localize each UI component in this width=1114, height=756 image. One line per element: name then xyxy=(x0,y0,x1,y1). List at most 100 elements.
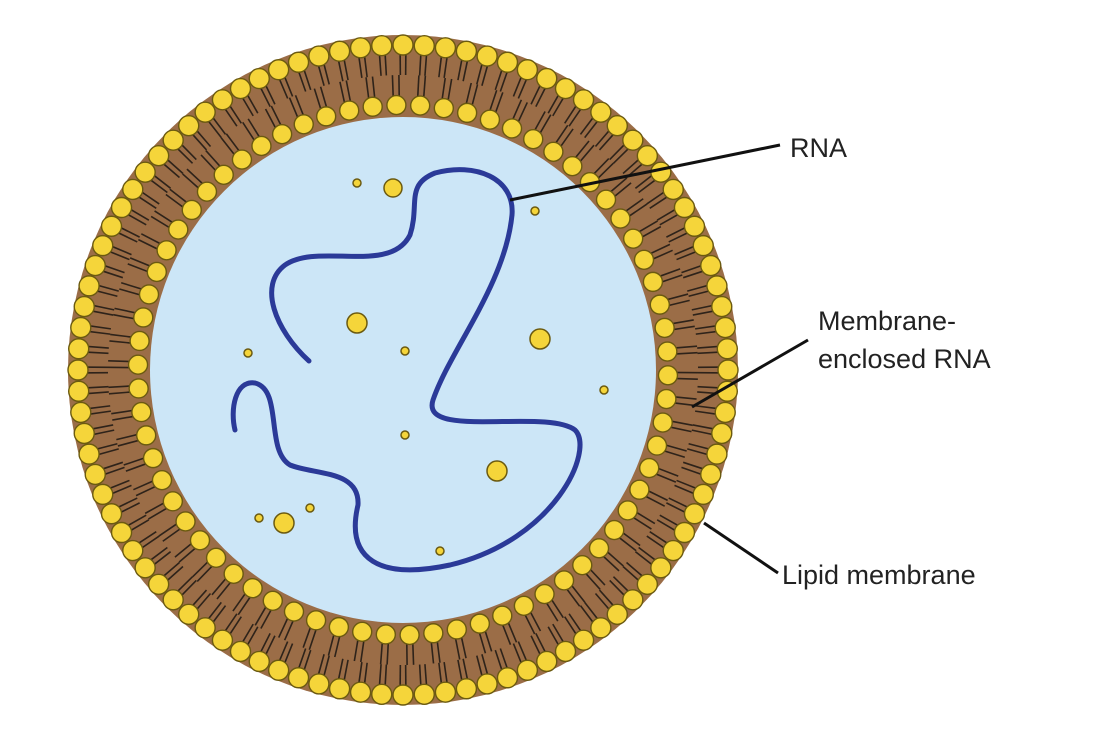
lipid-head xyxy=(636,573,659,595)
particle xyxy=(243,348,253,358)
lipid-head xyxy=(181,199,202,221)
lipid-head xyxy=(469,613,491,634)
lipid-head xyxy=(110,521,133,544)
lipid-head xyxy=(211,89,234,111)
rna-strand-upper xyxy=(230,167,583,573)
lipid-head xyxy=(248,650,270,673)
lipid-head xyxy=(131,401,152,423)
lipid-head xyxy=(175,511,196,532)
vesicle-interior xyxy=(150,117,656,623)
lipid-head xyxy=(308,45,330,67)
lipid-head xyxy=(133,307,154,328)
particle xyxy=(400,346,410,356)
lipid-head xyxy=(156,240,177,261)
lipid-head xyxy=(455,678,478,700)
lipid-head xyxy=(604,519,625,541)
lipid-head xyxy=(67,380,90,402)
particle xyxy=(305,503,315,513)
lipid-head xyxy=(523,129,544,150)
lipid-head xyxy=(134,557,156,579)
lipid-head xyxy=(392,34,414,56)
lipid-head xyxy=(700,254,722,277)
lipid-head xyxy=(168,219,189,240)
lipid-head xyxy=(371,683,393,706)
lipid-head xyxy=(194,101,216,123)
lipid-head xyxy=(92,483,114,506)
lipid-head xyxy=(590,101,612,123)
lipid-head xyxy=(657,365,679,386)
rna-label: RNA xyxy=(790,133,847,163)
lipid-head xyxy=(714,401,736,424)
membrane-enclosed-label-line2: enclosed RNA xyxy=(818,344,991,374)
lipid-head xyxy=(248,67,270,90)
lipid-head xyxy=(617,500,638,521)
lipid-head xyxy=(513,595,535,617)
lipid-head xyxy=(100,503,123,525)
lipid-head xyxy=(662,178,684,201)
lipid-membrane-label: Lipid membrane xyxy=(782,560,976,590)
lipid-head xyxy=(622,589,644,611)
lipid-head xyxy=(84,254,106,277)
particle xyxy=(530,206,540,216)
lipid-head xyxy=(162,491,184,512)
lipid-head xyxy=(231,149,253,170)
lipid-head xyxy=(706,443,728,465)
lipid-head xyxy=(315,106,337,127)
lipid-head xyxy=(242,577,263,599)
lipid-head xyxy=(196,181,218,202)
lipid-head xyxy=(706,275,728,297)
particle xyxy=(599,385,609,395)
lipid-head xyxy=(595,189,617,210)
lipid-head xyxy=(399,624,420,646)
lipid-head xyxy=(716,338,739,360)
lipid-head xyxy=(229,77,252,100)
lipid-head xyxy=(392,684,414,706)
lipid-head xyxy=(287,667,310,689)
lipid-head xyxy=(205,547,227,569)
lipid-head xyxy=(78,275,100,297)
lipid-head xyxy=(554,640,577,663)
lipid-head xyxy=(711,295,733,318)
lipid-head xyxy=(328,616,350,638)
lipid-head xyxy=(293,114,314,135)
lipid-head xyxy=(178,114,200,137)
lipid-head xyxy=(100,215,123,237)
lipid-head xyxy=(572,89,595,111)
lipid-head xyxy=(271,123,293,145)
lipid-head xyxy=(351,621,373,643)
lipid-head xyxy=(129,330,150,352)
lipid-head xyxy=(375,624,397,645)
lipid-head xyxy=(692,234,714,257)
lipid-head xyxy=(122,539,144,562)
lipid-head xyxy=(456,102,478,124)
lipid-head xyxy=(606,603,628,626)
lipid-head xyxy=(683,503,706,525)
lipid-head xyxy=(135,425,157,446)
lipid-head xyxy=(147,573,170,595)
leader-lines xyxy=(509,143,809,575)
lipid-head xyxy=(151,469,173,491)
lipid-head xyxy=(662,539,684,562)
lipid-head xyxy=(423,623,444,644)
lipid-head xyxy=(543,141,564,163)
lipid-head xyxy=(251,135,272,157)
lipid-head xyxy=(673,521,696,544)
lipid-head xyxy=(455,40,478,62)
lipid-head xyxy=(413,683,435,706)
lipid-head xyxy=(128,378,149,399)
lipid-head xyxy=(496,667,519,689)
lipid-head xyxy=(73,422,95,445)
lipid-head xyxy=(339,100,360,121)
lipid-head xyxy=(142,447,164,469)
lipid-head xyxy=(656,388,677,410)
lipid-head xyxy=(138,284,160,305)
lipid-head xyxy=(189,530,211,551)
lipid-head xyxy=(650,557,672,579)
lipid-head xyxy=(349,37,372,59)
lipid-head xyxy=(433,97,455,119)
lipid-head xyxy=(178,603,200,626)
particle xyxy=(383,178,403,198)
lipid-head xyxy=(606,114,628,137)
lipid-head xyxy=(610,208,631,229)
lipid-head xyxy=(711,422,733,445)
